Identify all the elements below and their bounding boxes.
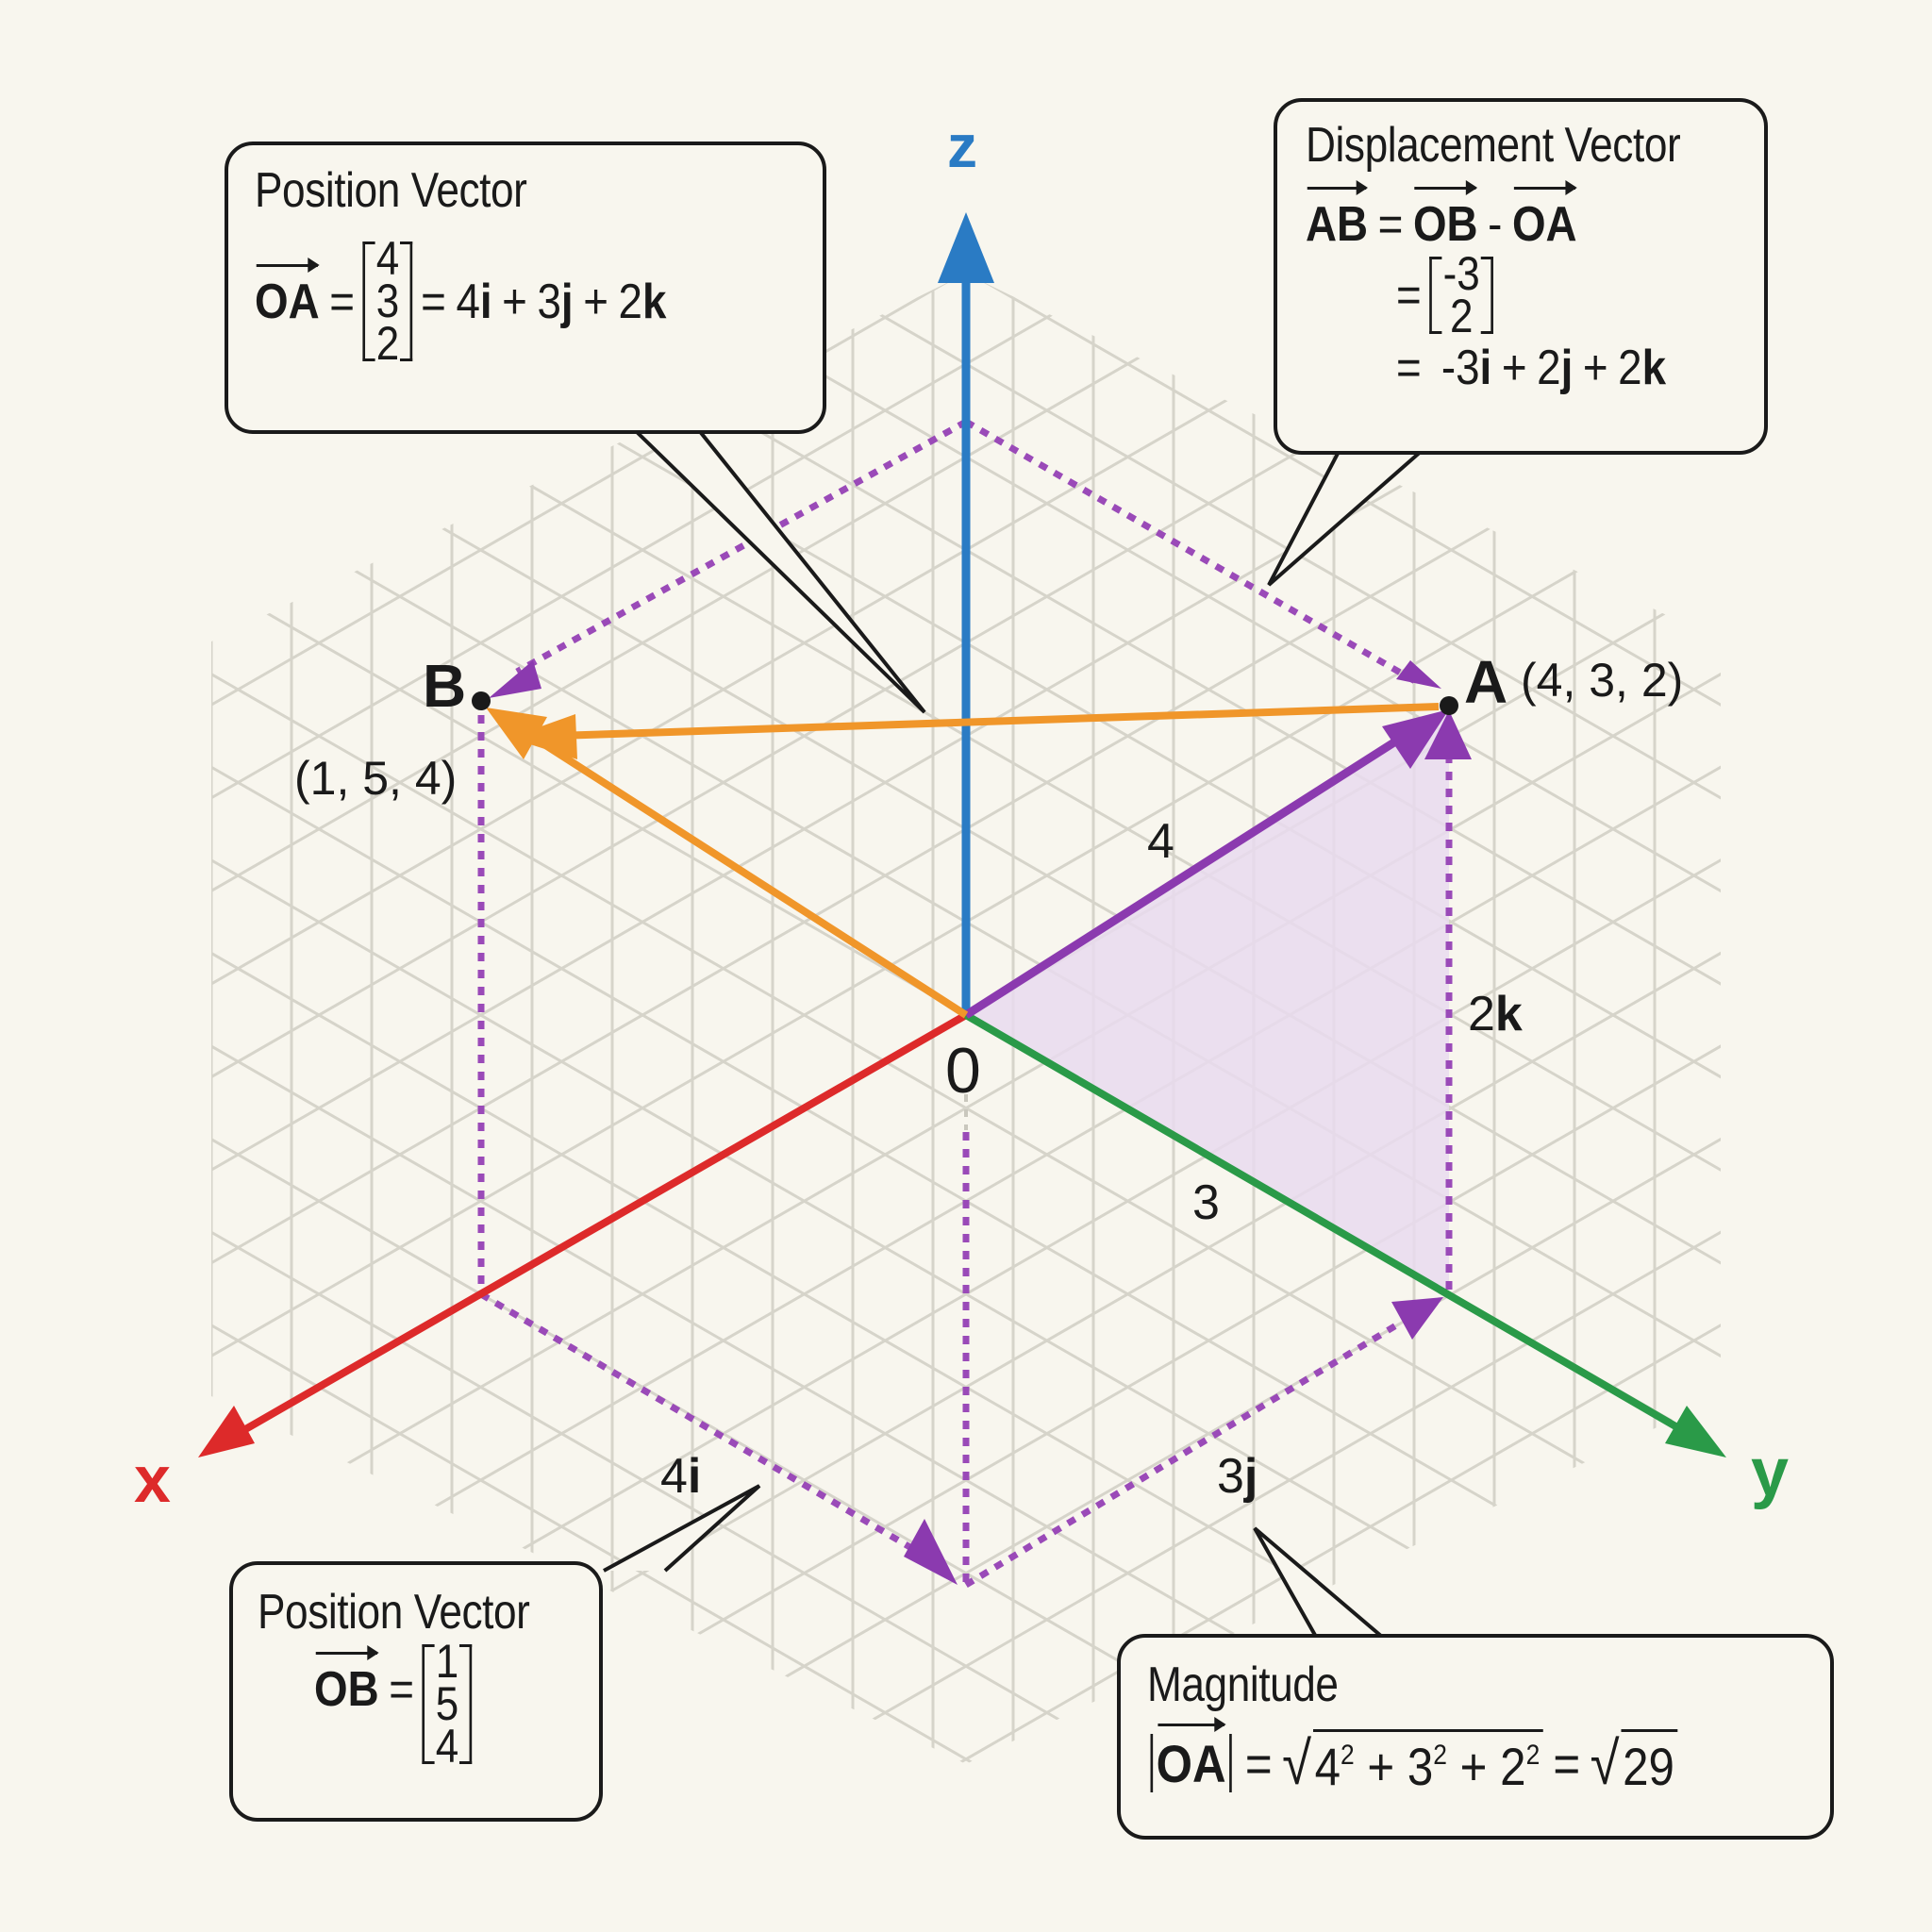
callout-tails xyxy=(603,427,1424,1639)
oa-horizontal-label: 4 xyxy=(1147,814,1174,869)
callout-magnitude: Magnitude OA = √ 42 + 32 + 22 = √ 29 xyxy=(1117,1634,1834,1840)
callout-title: Displacement Vector xyxy=(1306,118,1681,173)
point-a-coords: (4, 3, 2) xyxy=(1521,654,1684,707)
callout-title: Magnitude xyxy=(1147,1657,1339,1712)
oa-component-triangle xyxy=(966,706,1449,1294)
vector-ab xyxy=(509,703,1440,759)
ab-matrix-row: = -3 2 xyxy=(1396,250,1695,340)
x-axis xyxy=(198,1011,968,1457)
y-axis xyxy=(963,1011,1726,1457)
z-axis xyxy=(938,212,994,1015)
callout-title: Position Vector xyxy=(255,163,527,218)
sqrt-expression: 42 + 32 + 22 xyxy=(1312,1729,1543,1797)
oa-height-label: 2k xyxy=(1468,987,1523,1041)
oa-matrix: 4 3 2 xyxy=(362,235,413,367)
j-component-label: 3j xyxy=(1217,1449,1258,1504)
i-component-label: 4i xyxy=(660,1449,702,1504)
point-b-coords: (1, 5, 4) xyxy=(294,752,458,805)
callout-displacement-vector: Displacement Vector AB = OB - OA = -3 2 … xyxy=(1274,98,1768,455)
x-axis-label: x xyxy=(134,1442,171,1516)
oa-base-label: 3 xyxy=(1192,1175,1220,1230)
dashed-projections xyxy=(477,418,1453,1588)
y-axis-label: y xyxy=(1751,1435,1790,1510)
z-axis-label: z xyxy=(947,112,977,180)
sqrt-result: 29 xyxy=(1621,1729,1678,1797)
ab-matrix: -3 2 xyxy=(1429,250,1494,340)
point-a-label: A xyxy=(1464,648,1508,716)
vector-ob xyxy=(486,708,969,1019)
vector-ob-symbol: OB xyxy=(314,1645,379,1717)
point-b-dot xyxy=(472,691,491,710)
point-b-label: B xyxy=(423,652,467,720)
origin-label: 0 xyxy=(945,1035,981,1107)
callout-position-vector-ob: Position Vector OB = 1 5 4 xyxy=(229,1561,603,1822)
point-a-dot xyxy=(1440,696,1458,715)
dashed-arrowheads xyxy=(489,660,1472,1585)
ob-equation: OB = 1 5 4 xyxy=(314,1638,543,1770)
ab-equation: AB = OB - OA xyxy=(1306,180,1577,252)
vector-oa-symbol: OA xyxy=(255,257,320,329)
magnitude-equation: OA = √ 42 + 32 + 22 = √ 29 xyxy=(1147,1716,1724,1798)
ob-matrix: 1 5 4 xyxy=(422,1638,473,1770)
vector-oa xyxy=(963,709,1449,1019)
callout-title: Position Vector xyxy=(258,1585,530,1640)
